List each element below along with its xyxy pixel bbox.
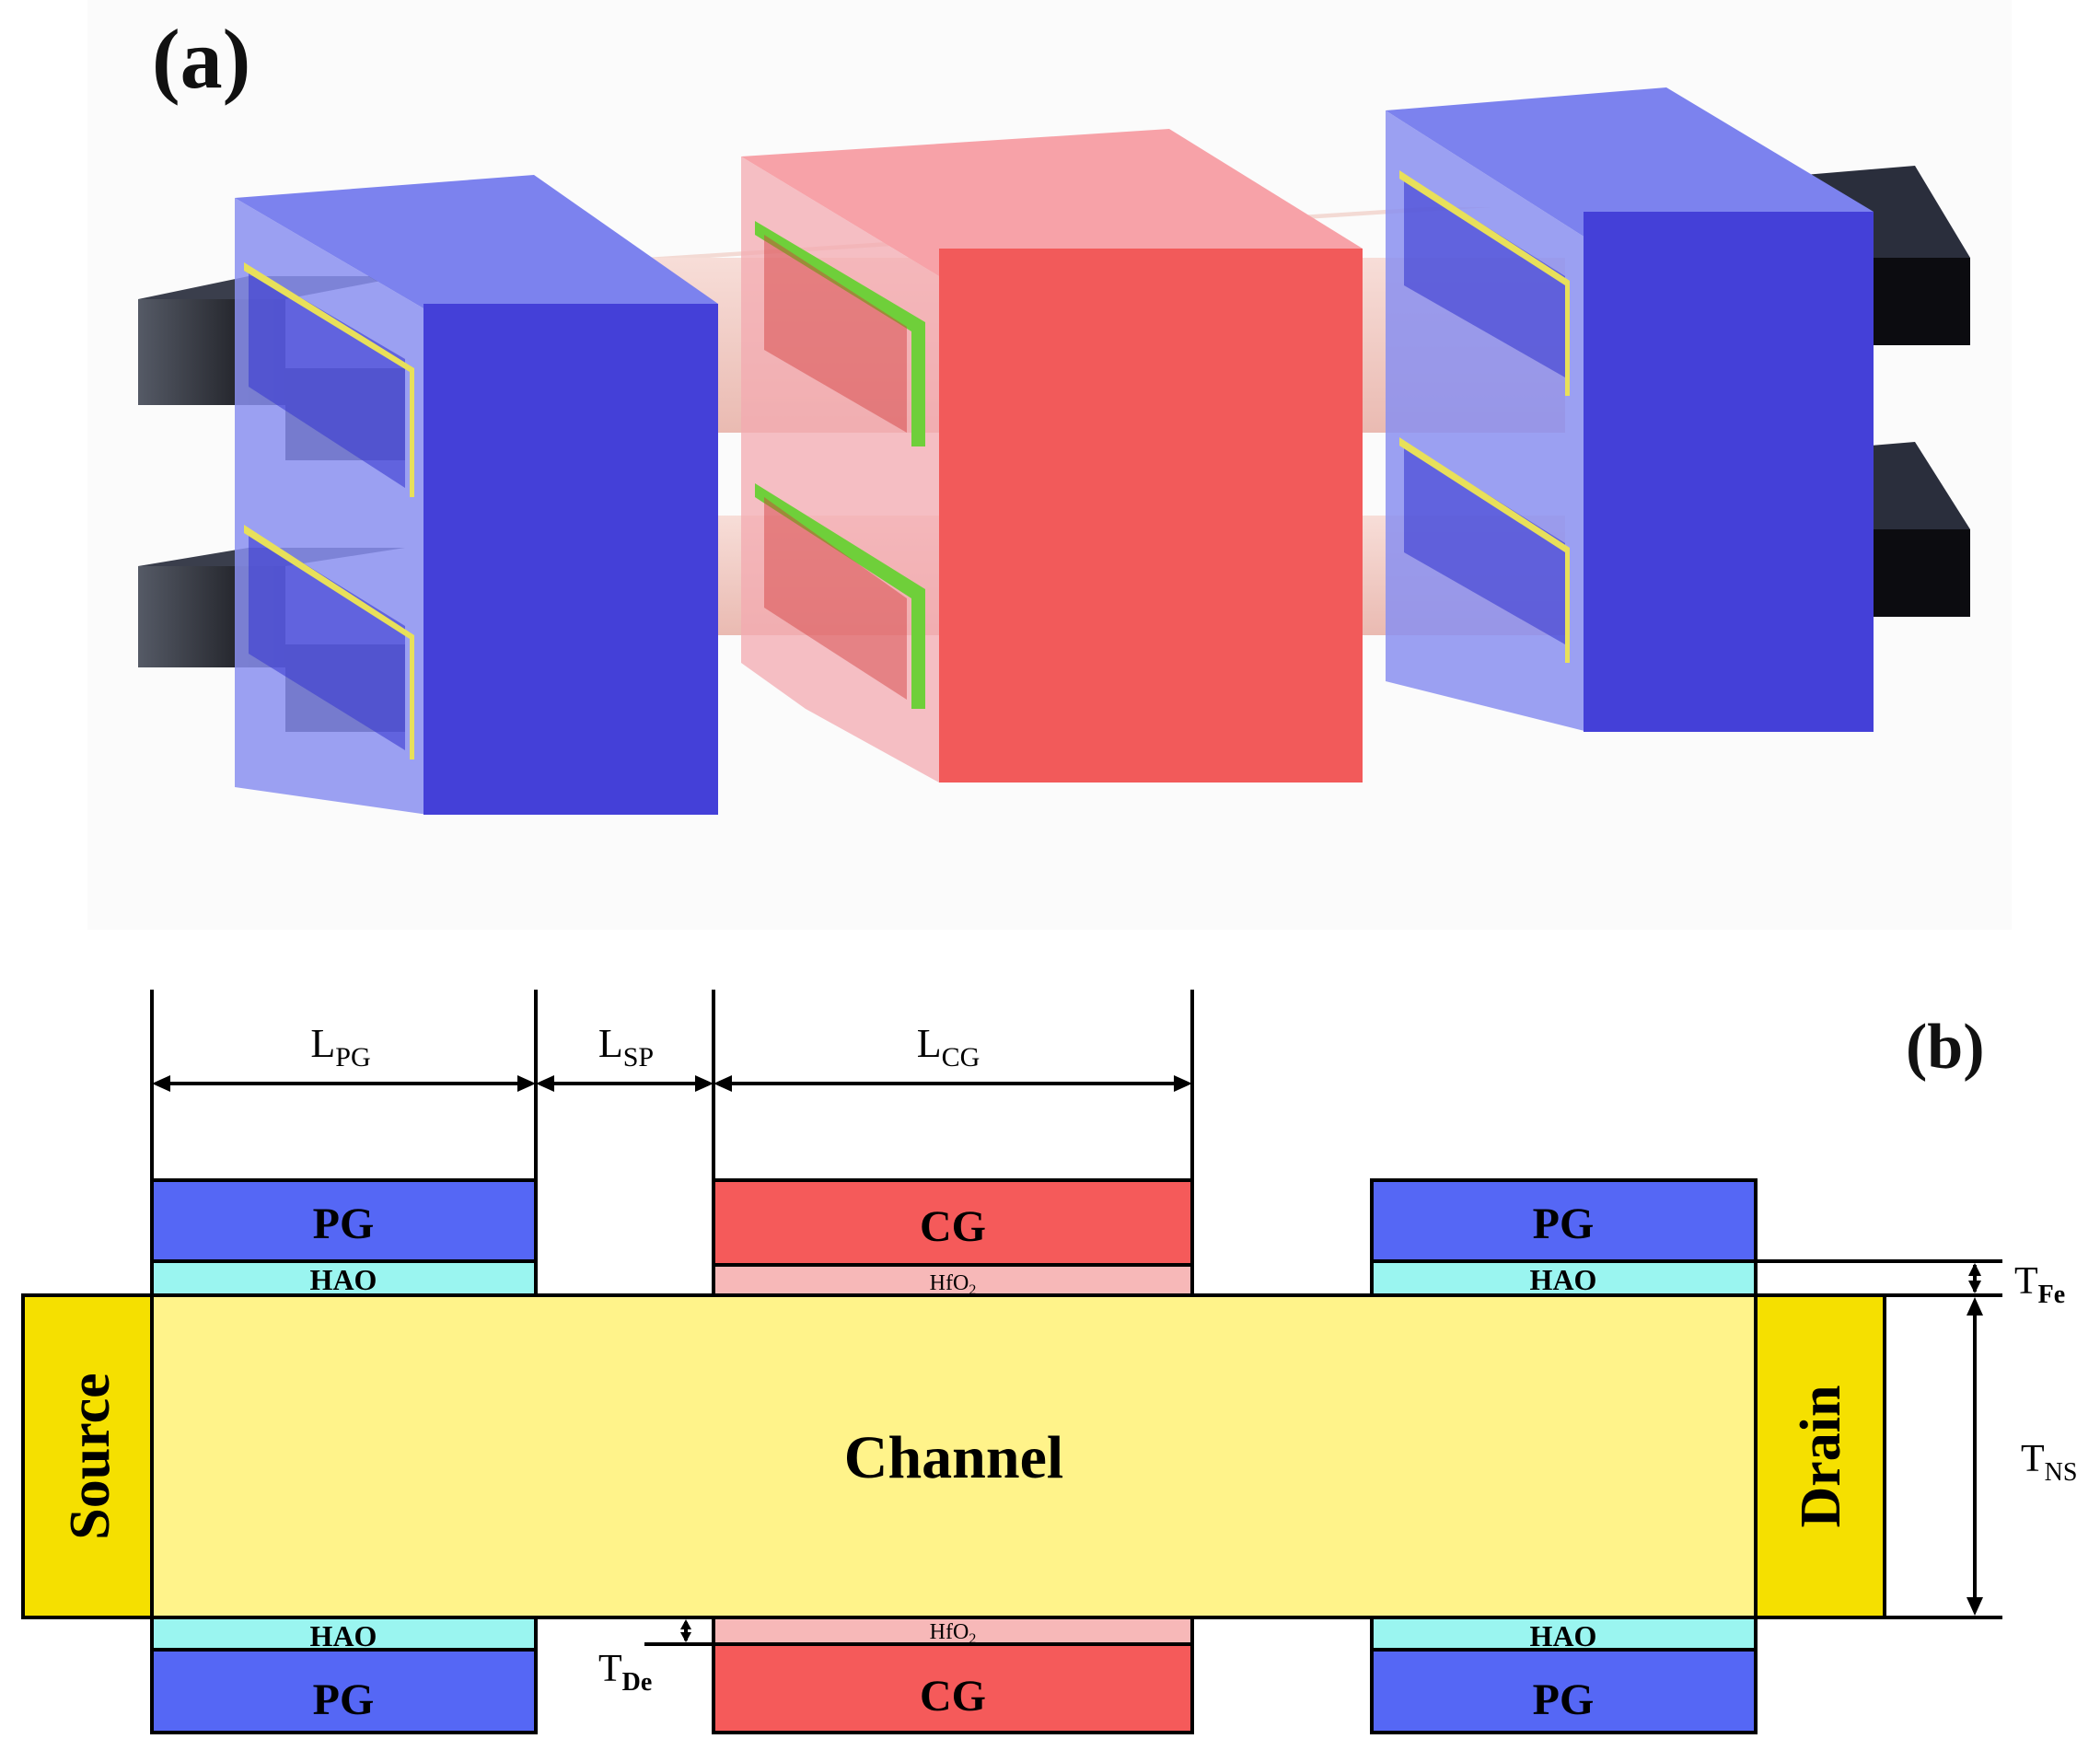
source-region [21,1293,154,1619]
pg-bottom-right-label: PG [1533,1675,1595,1724]
hao-bottom-right [1370,1616,1758,1652]
pg-top-left-label: PG [313,1200,375,1248]
polarity-gate-source-side [235,175,718,815]
cg-top-label: CG [920,1202,986,1251]
tfe-label: TFe [2014,1260,2065,1309]
hao-top-right-label: HAO [1530,1263,1597,1296]
hfo2-layer-lower [755,483,925,709]
channel-stack [21,1293,1886,1619]
panel-a-label: (a) [152,12,250,106]
lpg-label: LPG [310,1021,370,1072]
cg-bottom [712,1642,1194,1734]
hao-bottom-left-label: HAO [310,1619,377,1652]
drain-label: Drain [1790,1385,1852,1528]
hao-bottom-left [150,1616,538,1652]
pg-top-left [150,1178,538,1263]
polarity-gate-drain-side [1386,87,1874,732]
lsp-label: LSP [598,1021,654,1072]
hao-top-left-label: HAO [310,1263,377,1296]
source-label: Source [59,1373,122,1539]
pg-bottom-right [1370,1648,1758,1734]
control-gate [741,129,1363,782]
bottom-gate-stack [150,1616,1758,1734]
tns-label: TNS [2021,1438,2077,1487]
hao-bottom-right-label: HAO [1530,1619,1597,1652]
pg-top-right [1370,1178,1758,1263]
pg-bottom-left [150,1648,538,1734]
pg-top-right-label: PG [1533,1200,1595,1248]
hfo2-layer-upper [755,221,925,446]
hfo2-bottom-label: HfO2 [930,1620,977,1647]
hfo2-top-label: HfO2 [930,1271,977,1298]
dimension-arrowheads [152,1075,1192,1092]
lcg-label: LCG [917,1021,980,1072]
panel-b: (b) LPG LSP LCG [21,990,2077,1734]
tde-label: TDe [598,1648,652,1697]
cg-bottom-label: CG [920,1672,986,1721]
channel-label: Channel [844,1424,1063,1491]
panel-b-label: (b) [1906,1012,1985,1083]
hfo2-top [712,1263,1194,1297]
dimension-guides [150,990,1194,1180]
drain-region [1754,1293,1886,1619]
pg-bottom-left-label: PG [313,1675,375,1724]
channel-region [150,1293,1758,1619]
panel-a: (a) [87,0,2012,930]
thickness-arrowheads [680,1263,1983,1642]
top-gate-stack [150,1178,1758,1297]
